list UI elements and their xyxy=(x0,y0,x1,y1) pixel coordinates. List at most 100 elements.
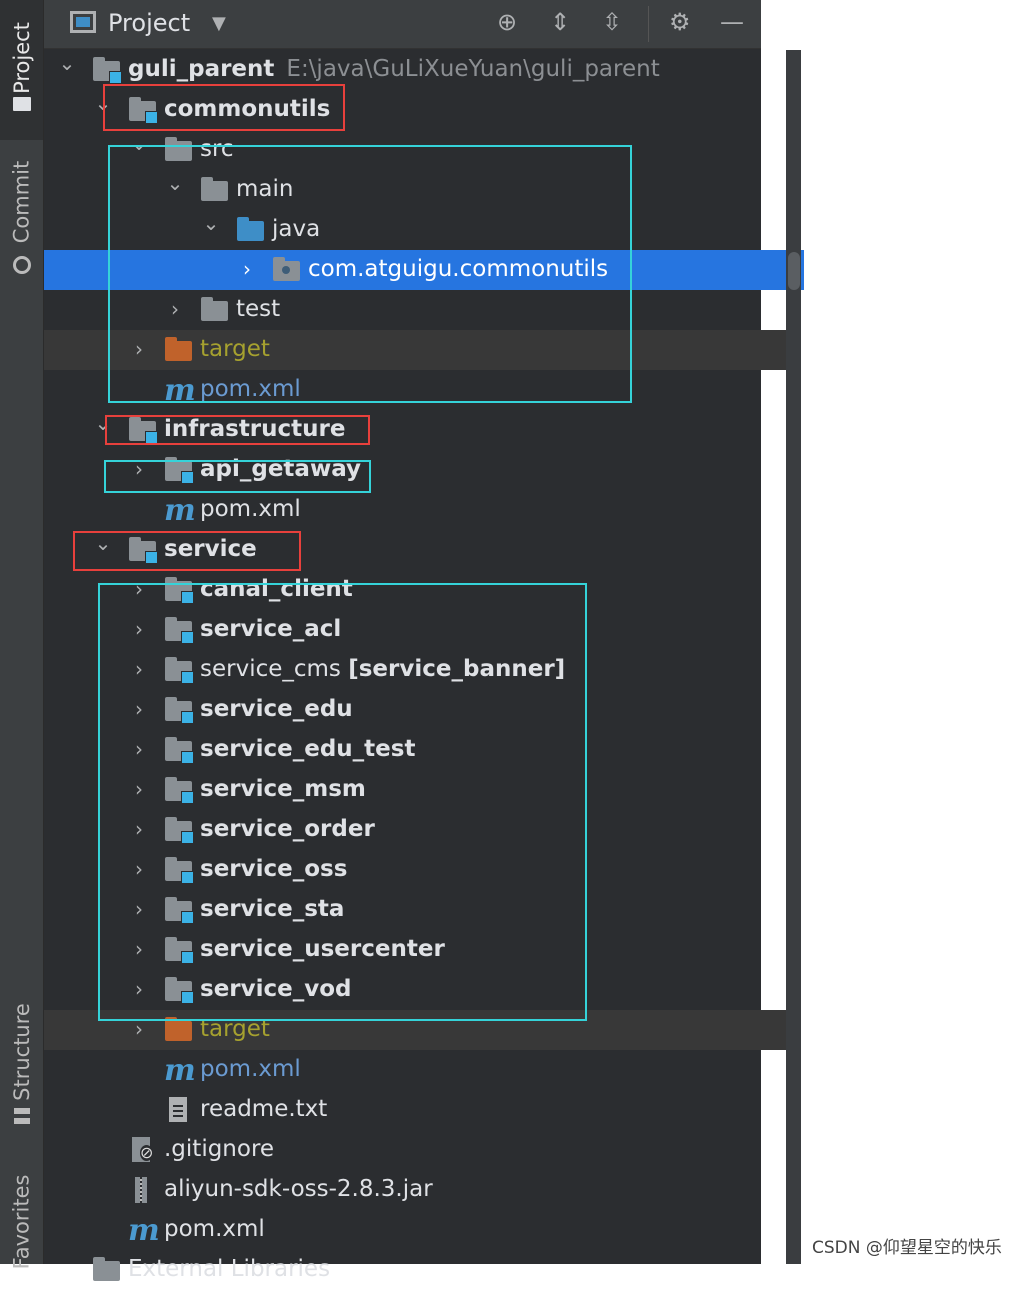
tree-row-main[interactable]: ⌄main xyxy=(44,170,786,210)
tree-row-readme-txt[interactable]: readme.txt xyxy=(44,1090,786,1130)
tree-row-service-vod[interactable]: ›service_vod xyxy=(44,970,786,1010)
tab-structure-label: Structure xyxy=(9,1003,34,1101)
scrollbar-thumb[interactable] xyxy=(788,252,800,290)
tree-item-label: .gitignore xyxy=(164,1136,274,1162)
tree-item-name: readme.txt xyxy=(200,1096,328,1122)
tree-row-infrastructure[interactable]: ⌄infrastructure xyxy=(44,410,786,450)
chevron-down-icon[interactable]: ⌄ xyxy=(94,411,112,435)
tree-row-target[interactable]: ›target xyxy=(44,330,786,370)
tab-favorites[interactable]: Favorites xyxy=(0,1160,43,1270)
chevron-right-icon[interactable]: › xyxy=(135,457,143,481)
tree-item-name: service_oss xyxy=(200,856,348,882)
gear-icon[interactable]: ⚙ xyxy=(669,8,691,36)
module-folder-icon xyxy=(164,817,194,844)
chevron-right-icon[interactable]: › xyxy=(135,1017,143,1041)
chevron-down-icon[interactable]: ⌄ xyxy=(58,51,76,75)
chevron-down-icon[interactable]: ⌄ xyxy=(94,531,112,555)
tree-row-commonutils[interactable]: ⌄ commonutils xyxy=(44,90,786,130)
hide-icon[interactable]: — xyxy=(720,8,744,36)
tree-item-name: pom.xml xyxy=(200,376,301,402)
tree-item-name: com.atguigu.commonutils xyxy=(308,256,609,282)
chevron-right-icon[interactable]: › xyxy=(135,737,143,761)
module-folder-icon xyxy=(164,897,194,924)
tree-item-name: src xyxy=(200,136,234,162)
tree-row-canal-client[interactable]: ›canal_client xyxy=(44,570,786,610)
locate-icon[interactable]: ⊕ xyxy=(497,8,518,36)
text-file-icon xyxy=(164,1097,194,1123)
tree-row-service-cms[interactable]: › service_cms [service_banner] xyxy=(44,650,786,690)
folder-icon xyxy=(200,297,230,323)
annotation-box-commonutils-contents xyxy=(108,145,632,403)
chevron-right-icon[interactable]: › xyxy=(135,697,143,721)
tree-row-service-acl[interactable]: › service_acl xyxy=(44,610,786,650)
tab-project[interactable]: Project xyxy=(0,0,43,140)
expand-all-icon[interactable]: ⇕ xyxy=(550,8,571,36)
module-folder-icon xyxy=(128,97,158,124)
module-folder-icon xyxy=(164,937,194,964)
ignore-file-icon xyxy=(128,1137,158,1163)
tree-item-name: commonutils xyxy=(164,96,331,122)
chevron-down-icon[interactable]: ⌄ xyxy=(166,171,184,195)
tree-item-label: service_cms [service_banner] xyxy=(200,656,565,682)
structure-icon xyxy=(14,1108,30,1124)
chevron-right-icon[interactable]: › xyxy=(171,297,179,321)
watermark: CSDN @仰望星空的快乐 xyxy=(812,1238,1002,1258)
tree-row-service-sta[interactable]: ›service_sta xyxy=(44,890,786,930)
tab-commit[interactable]: Commit xyxy=(0,150,43,280)
chevron-down-icon[interactable]: ⌄ xyxy=(130,131,148,155)
vertical-scrollbar[interactable] xyxy=(786,50,801,1264)
tab-project-label: Project xyxy=(9,22,34,94)
chevron-down-icon[interactable]: ⌄ xyxy=(202,211,220,235)
tree-item-name: pom.xml xyxy=(200,496,301,522)
tree-item-label: commonutils xyxy=(164,96,330,122)
tree-row-service-edu-test[interactable]: ›service_edu_test xyxy=(44,730,786,770)
chevron-down-icon[interactable]: ⌄ xyxy=(94,91,112,115)
chevron-right-icon[interactable]: › xyxy=(135,617,143,641)
chevron-right-icon[interactable]: › xyxy=(135,337,143,361)
tab-structure[interactable]: Structure xyxy=(0,990,43,1130)
tree-row-service-order[interactable]: ›service_order xyxy=(44,810,786,850)
project-view-title[interactable]: Project xyxy=(108,9,191,37)
tree-row-service-oss[interactable]: › service_oss xyxy=(44,850,786,890)
tree-row-external-libraries[interactable]: External Libraries xyxy=(44,1250,786,1290)
tree-row-service[interactable]: ⌄service xyxy=(44,530,786,570)
tree-item-name: guli_parent xyxy=(128,56,275,82)
chevron-right-icon[interactable]: › xyxy=(135,977,143,1001)
tree-item-label: service_acl xyxy=(200,616,341,642)
tree-row-java[interactable]: ⌄java xyxy=(44,210,786,250)
library-icon xyxy=(92,1257,122,1283)
tree-item-label: pom.xml xyxy=(200,376,301,402)
tree-row-service-usercenter[interactable]: ›service_usercenter xyxy=(44,930,786,970)
module-folder-icon xyxy=(92,57,122,84)
tree-item-name: test xyxy=(236,296,281,322)
project-panel-header: Project ▼ ⊕ ⇕ ⇳ ⚙ — xyxy=(44,0,761,49)
chevron-right-icon[interactable]: › xyxy=(135,817,143,841)
tree-item-label: service_edu xyxy=(200,696,353,722)
chevron-right-icon[interactable]: › xyxy=(135,857,143,881)
chevron-right-icon[interactable]: › xyxy=(135,937,143,961)
module-folder-icon xyxy=(164,657,194,684)
chevron-right-icon[interactable]: › xyxy=(243,257,251,281)
chevron-right-icon[interactable]: › xyxy=(135,897,143,921)
tree-row-gitignore[interactable]: .gitignore xyxy=(44,1130,786,1170)
source-folder-icon xyxy=(236,217,266,243)
tree-row-aliyun-sdk-oss-2-8-3-jar[interactable]: aliyun-sdk-oss-2.8.3.jar xyxy=(44,1170,786,1210)
tree-row-test[interactable]: › test xyxy=(44,290,786,330)
chevron-right-icon[interactable]: › xyxy=(135,657,143,681)
module-folder-icon xyxy=(164,737,194,764)
tree-row-service-msm[interactable]: ›service_msm xyxy=(44,770,786,810)
chevron-right-icon[interactable]: › xyxy=(135,577,143,601)
collapse-all-icon[interactable]: ⇳ xyxy=(602,8,623,36)
tree-item-name: service_edu xyxy=(200,696,353,722)
tree-row-com-atguigu-commonutils[interactable]: › com.atguigu.commonutils xyxy=(44,250,804,290)
chevron-down-icon[interactable]: ▼ xyxy=(212,13,226,34)
tree-item-name: .gitignore xyxy=(164,1136,275,1162)
chevron-right-icon[interactable]: › xyxy=(135,777,143,801)
tree-row-service-edu[interactable]: › service_edu xyxy=(44,690,786,730)
